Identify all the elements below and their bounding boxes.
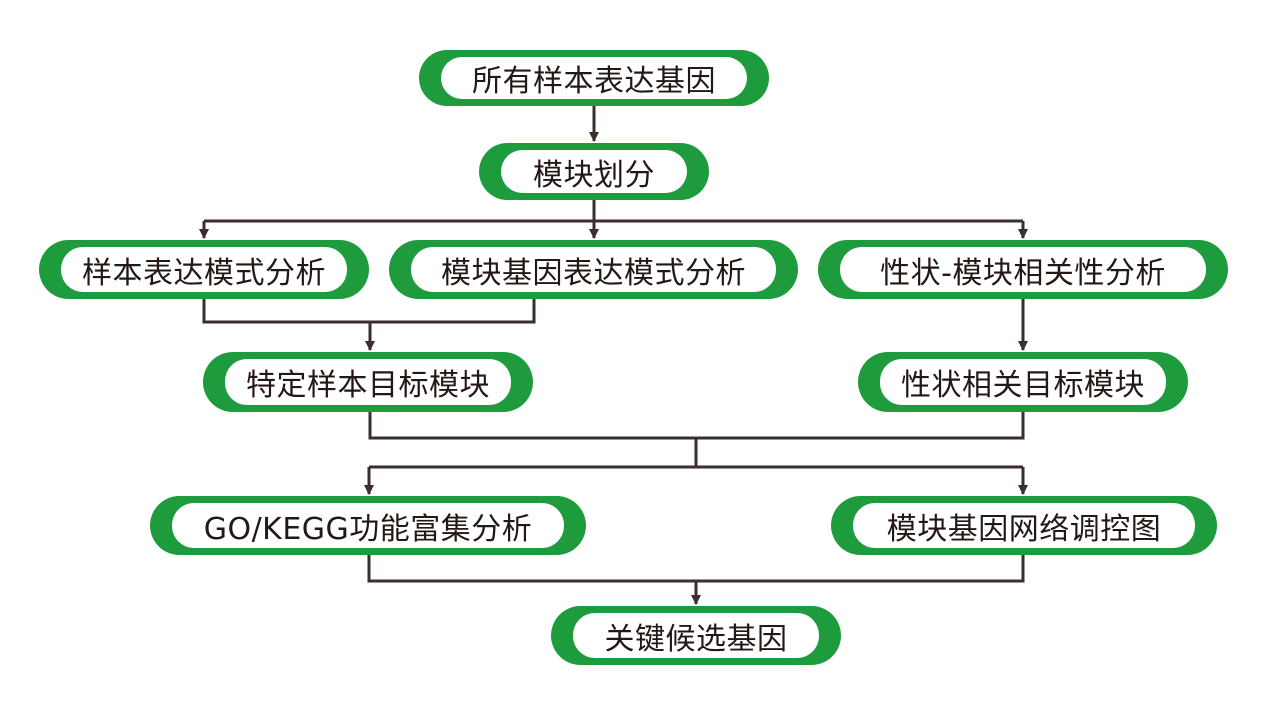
node-key-candidates: 关键候选基因: [551, 606, 841, 665]
node-regulation-network-label: 模块基因网络调控图: [853, 503, 1195, 548]
node-key-candidates-label: 关键候选基因: [573, 613, 819, 658]
line-expression-merge: [202, 297, 536, 324]
node-trait-target: 性状相关目标模块: [858, 352, 1188, 412]
node-go-kegg-label: GO/KEGG功能富集分析: [172, 503, 564, 548]
line-targets-merge: [368, 410, 1025, 440]
node-module-partition-label: 模块划分: [501, 150, 687, 193]
node-all-samples-label: 所有样本表达基因: [441, 57, 747, 99]
node-regulation-network: 模块基因网络调控图: [831, 496, 1217, 555]
node-sample-expression-label: 样本表达模式分析: [61, 247, 347, 292]
node-sample-expression: 样本表达模式分析: [39, 240, 369, 299]
node-module-partition: 模块划分: [479, 143, 709, 200]
node-module-gene-expression: 模块基因表达模式分析: [389, 240, 798, 299]
node-module-gene-expression-label: 模块基因表达模式分析: [411, 247, 776, 292]
node-sample-target: 特定样本目标模块: [203, 352, 533, 412]
line-analysis-merge: [367, 553, 1025, 583]
node-all-samples: 所有样本表达基因: [419, 50, 769, 106]
node-go-kegg: GO/KEGG功能富集分析: [150, 496, 586, 555]
node-trait-module-label: 性状-模块相关性分析: [840, 247, 1206, 292]
node-sample-target-label: 特定样本目标模块: [225, 359, 511, 405]
node-trait-target-label: 性状相关目标模块: [880, 359, 1166, 405]
node-trait-module: 性状-模块相关性分析: [818, 240, 1228, 299]
